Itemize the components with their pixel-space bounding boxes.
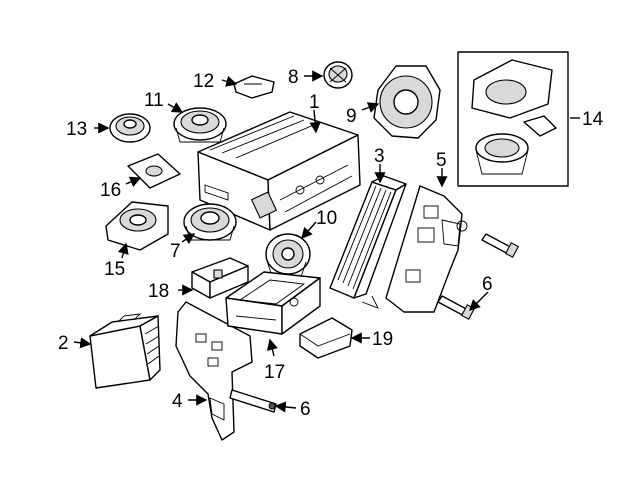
part-12-cover[interactable] — [233, 75, 275, 99]
callout-10: 10 — [316, 208, 337, 229]
part-17-tray-unit[interactable] — [225, 271, 321, 335]
callout-15: 15 — [104, 259, 125, 280]
leader-lines — [73, 70, 580, 413]
callout-7: 7 — [170, 241, 181, 262]
callout-4: 4 — [172, 391, 183, 412]
callout-13: 13 — [66, 119, 87, 140]
callout-1: 1 — [309, 92, 320, 113]
callout-5: 5 — [436, 150, 447, 171]
part-6-rail-upper[interactable] — [481, 233, 520, 258]
callout-18: 18 — [148, 281, 169, 302]
callout-12: 12 — [193, 71, 214, 92]
part-11-speaker[interactable] — [173, 107, 227, 143]
part-13-speaker[interactable] — [109, 113, 151, 143]
callout-11: 11 — [144, 90, 164, 111]
part-18-connector-module[interactable] — [191, 257, 249, 299]
part-6-rail-lower[interactable] — [437, 295, 476, 320]
part-9-large-speaker[interactable] — [373, 65, 441, 139]
callout-6-upper: 6 — [482, 274, 493, 295]
callout-6-lower: 6 — [300, 399, 311, 420]
callout-labels: 1 2 3 4 5 6 6 7 8 9 10 11 12 13 14 15 16… — [58, 67, 604, 420]
part-2-module[interactable] — [89, 313, 161, 389]
part-6-rail-bottom[interactable] — [229, 389, 277, 413]
callout-14: 14 — [582, 109, 604, 130]
part-4-mounting-bracket[interactable] — [175, 301, 253, 441]
callout-2: 2 — [58, 333, 69, 354]
callout-3: 3 — [374, 146, 385, 167]
callout-17: 17 — [264, 362, 285, 383]
callout-16: 16 — [100, 180, 121, 201]
part-16-pad[interactable] — [127, 153, 181, 189]
callout-19: 19 — [372, 329, 393, 350]
callout-8: 8 — [288, 67, 299, 88]
callout-9: 9 — [346, 106, 357, 127]
part-15-enclosure[interactable] — [105, 201, 169, 251]
part-8-tweeter[interactable] — [323, 61, 353, 89]
part-7-speaker[interactable] — [183, 203, 237, 241]
part-19-tray[interactable] — [299, 317, 353, 359]
part-14-subwoofer-kit[interactable] — [457, 51, 569, 187]
part-5-bracket[interactable] — [385, 185, 468, 313]
